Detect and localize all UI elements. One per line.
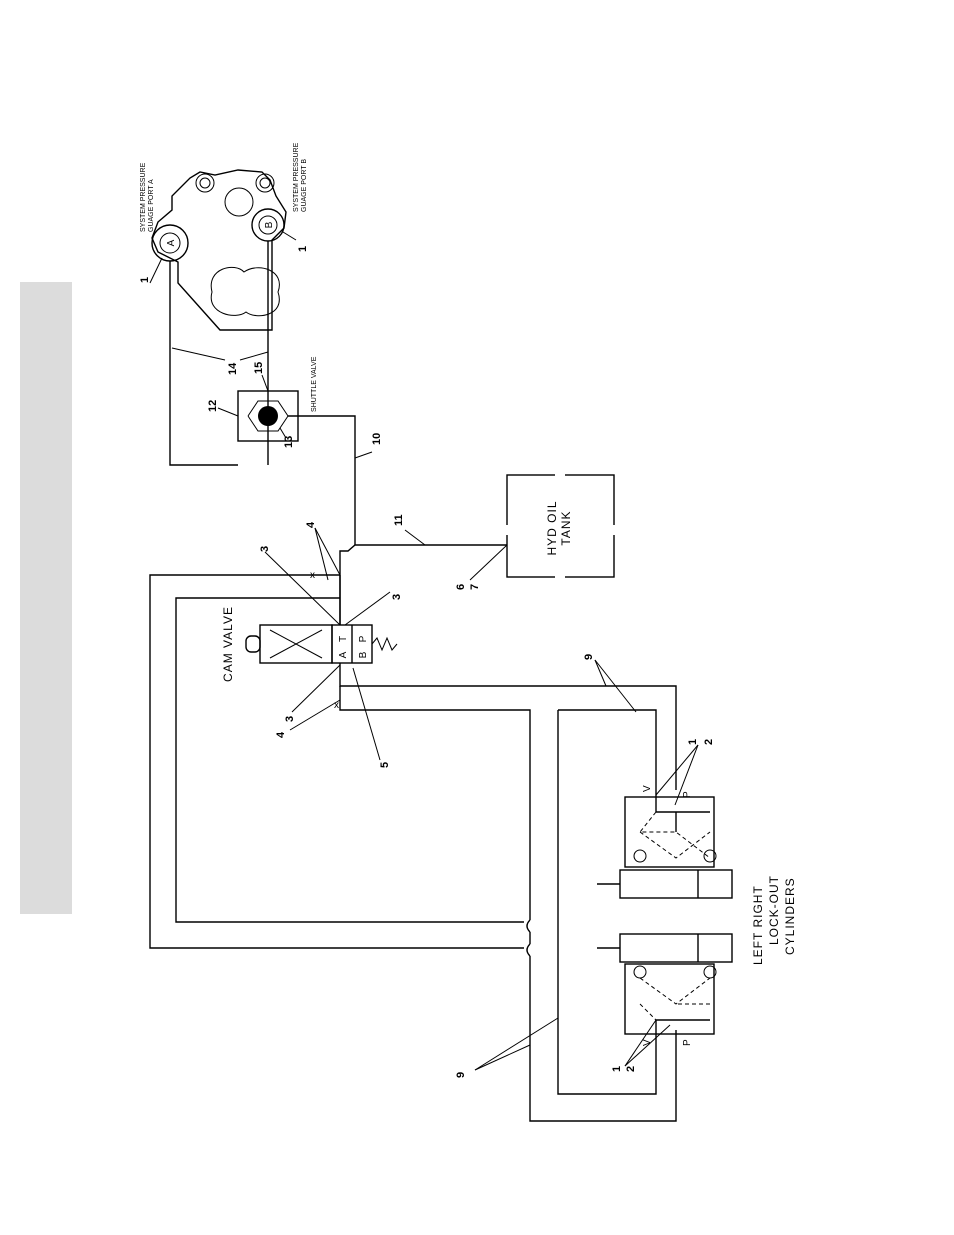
callout-11: 11 [393,514,405,526]
callout-9-bottom: 9 [455,1072,467,1078]
callout-2-left-cyl: 2 [625,1066,637,1072]
svg-text:x: x [310,570,315,581]
callout-15: 15 [253,362,265,374]
cam-port-a: A [338,651,349,658]
callout-3-left: 3 [284,716,296,722]
callout-10: 10 [371,433,383,445]
left-cylinder-assembly: V P [597,934,732,1046]
callout-6: 6 [455,584,467,590]
gauge-lines [170,241,268,465]
gauge-port-a: A [152,225,188,261]
hyd-oil-tank: HYD OIL TANK [507,475,614,577]
gauge-port-b-label-2: GUAGE PORT B [301,159,308,212]
cylinders-label-1: LEFT RIGHT [751,885,765,965]
gauge-port-a-label-2: GUAGE PORT A [148,179,155,232]
callout-2-right-cyl: 2 [703,739,715,745]
tank-label-1: HYD OIL [545,500,559,555]
gauge-port-b-label-1: SYSTEM PRESSURE [293,142,300,212]
callout-5: 5 [379,762,391,768]
callout-1-gauge-b: 1 [297,246,309,252]
callout-7: 7 [469,584,481,590]
pump-housing [152,170,286,330]
cylinders-label-3: CYLINDERS [783,877,797,955]
right-cylinder-assembly: V P [597,785,732,898]
gauge-port-a-label-1: SYSTEM PRESSURE [140,162,147,232]
cam-port-p: P [358,635,369,642]
callout-3-right: 3 [391,594,403,600]
callout-1-gauge-a: 1 [139,277,151,283]
shuttle-valve-label: SHUTTLE VALVE [311,356,318,412]
cam-port-t: T [338,636,349,642]
cylinders-label-2: LOCK-OUT [767,875,781,945]
callout-3-top: 3 [259,546,271,552]
callout-1-right-cyl: 1 [687,739,699,745]
cam-valve: T P A B [246,625,397,663]
port-a-label: A [166,239,177,246]
tank-label-2: TANK [559,510,573,545]
callout-14: 14 [227,362,239,375]
left-port-p: P [682,1039,693,1046]
callout-12: 12 [207,400,219,412]
gauge-port-b: B [252,209,284,241]
right-port-v: V [642,785,653,792]
callout-4-left: 4 [275,731,287,738]
callout-1-left-cyl: 1 [611,1066,623,1072]
callout-13: 13 [283,436,295,448]
callout-4-top: 4 [305,521,317,528]
port-b-label: B [264,221,275,228]
cam-valve-label: CAM VALVE [221,606,235,682]
line-11 [340,545,507,625]
callout-9-top: 9 [583,654,595,660]
cam-port-b: B [358,651,369,658]
right-port-p: P [682,791,693,798]
